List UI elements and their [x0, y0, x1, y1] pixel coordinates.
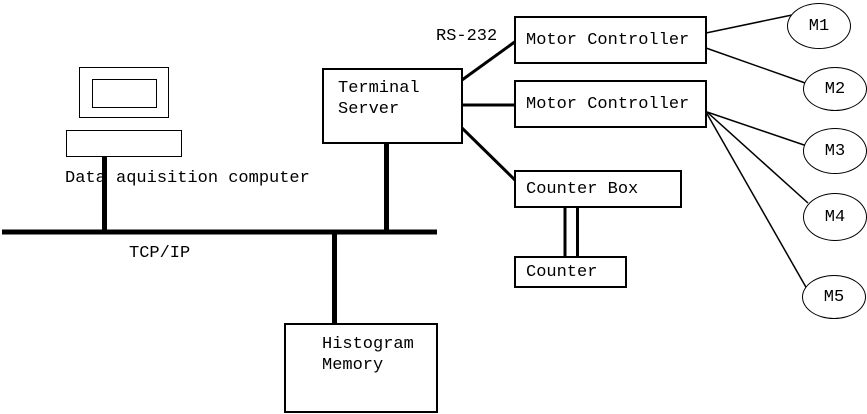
- terminal-server-box: Terminal Server: [322, 68, 463, 144]
- computer-keyboard-icon: [66, 130, 182, 157]
- tcpip-label: TCP/IP: [129, 244, 191, 263]
- histogram-memory-label: Histogram Memory: [322, 335, 414, 375]
- motor-m4-label: M4: [824, 207, 846, 227]
- motor-m5-label: M5: [823, 287, 845, 307]
- counter-box: Counter: [514, 256, 627, 288]
- motor-m4-ellipse: M4: [803, 193, 867, 241]
- motor-m3-ellipse: M3: [803, 128, 867, 174]
- computer-label: Data aquisition computer: [65, 169, 310, 188]
- motor-m1-label: M1: [808, 16, 830, 36]
- motor-m3-label: M3: [824, 141, 846, 161]
- motor-controller-1-label: Motor Controller: [526, 30, 690, 50]
- motor-m2-ellipse: M2: [803, 67, 867, 111]
- counter-box-box: Counter Box: [514, 170, 682, 208]
- motor-controller-2-to-m4-line: [706, 111, 809, 204]
- motor-m5-ellipse: M5: [802, 275, 866, 319]
- counter-label: Counter: [526, 262, 598, 282]
- terminal-server-to-counter-box-line: [459, 125, 520, 185]
- motor-controller-2-to-m3-line: [706, 111, 808, 147]
- motor-controller-1-to-m1-line: [705, 14, 793, 34]
- rs232-label: RS-232: [436, 27, 498, 46]
- motor-controller-2-to-m5-line: [705, 111, 808, 290]
- motor-m2-label: M2: [824, 79, 846, 99]
- motor-controller-2-box: Motor Controller: [514, 80, 707, 128]
- computer-screen-icon: [92, 79, 157, 108]
- counter-box-label: Counter Box: [526, 179, 639, 199]
- terminal-server-to-motor-controller-1-line: [461, 39, 517, 82]
- motor-controller-1-box: Motor Controller: [514, 16, 707, 64]
- histogram-memory-box: Histogram Memory: [284, 323, 438, 413]
- motor-m1-ellipse: M1: [787, 3, 851, 49]
- motor-controller-1-to-m2-line: [705, 47, 809, 85]
- motor-controller-2-label: Motor Controller: [526, 94, 690, 114]
- terminal-server-label: Terminal Server: [338, 79, 420, 119]
